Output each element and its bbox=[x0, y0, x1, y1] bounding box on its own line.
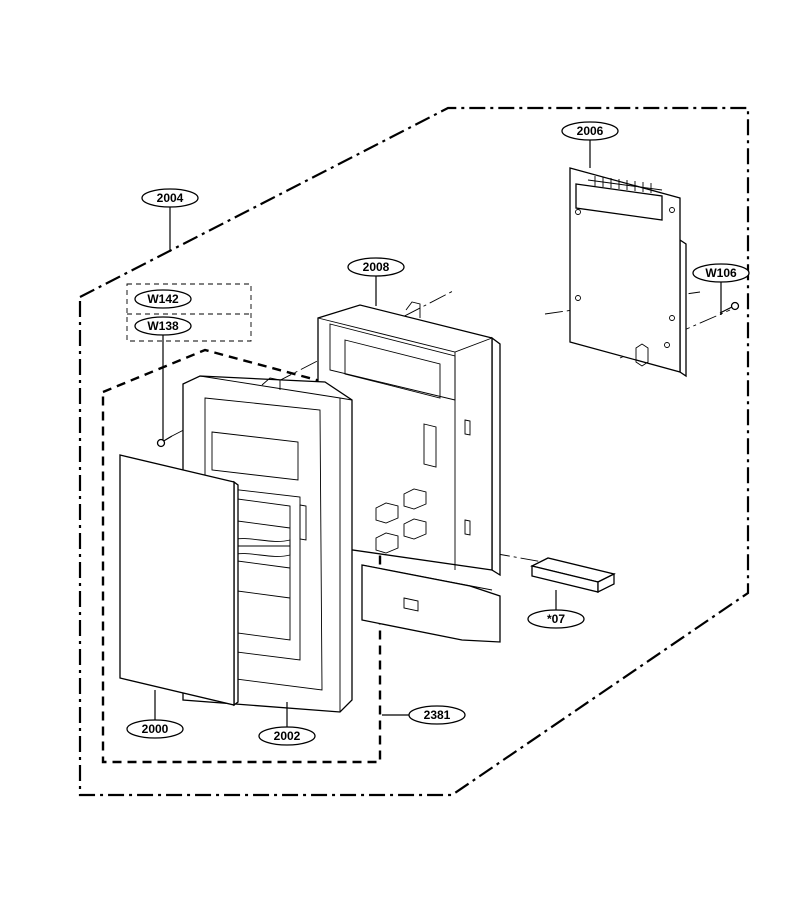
callout-07-label: *07 bbox=[547, 612, 565, 626]
callout-2004-label: 2004 bbox=[157, 191, 184, 205]
callout-w142: W142 bbox=[134, 289, 192, 309]
hardware-group-box bbox=[126, 283, 252, 342]
callout-w106: W106 bbox=[692, 263, 750, 283]
front-panel-2000 bbox=[119, 454, 239, 707]
callout-2002: 2002 bbox=[258, 726, 316, 746]
assembly-boundary-2004 bbox=[78, 106, 750, 797]
leader-lines bbox=[154, 140, 722, 727]
callout-2006: 2006 bbox=[561, 121, 619, 141]
callout-2381-label: 2381 bbox=[424, 708, 451, 722]
pcb-2006 bbox=[569, 167, 687, 378]
callout-w138-label: W138 bbox=[147, 319, 179, 333]
callout-2381: 2381 bbox=[408, 705, 466, 725]
subassembly-boundary-2381 bbox=[101, 348, 382, 764]
frame-cutouts bbox=[375, 488, 427, 554]
callout-2000: 2000 bbox=[126, 719, 184, 739]
callout-2000-label: 2000 bbox=[142, 722, 169, 736]
callout-2002-label: 2002 bbox=[274, 729, 301, 743]
callout-w138: W138 bbox=[134, 316, 192, 336]
callout-2008-label: 2008 bbox=[363, 260, 390, 274]
pad-07 bbox=[530, 557, 616, 594]
screw-w106 bbox=[719, 301, 740, 314]
callout-2006-label: 2006 bbox=[577, 124, 604, 138]
control-frame-2008 bbox=[317, 301, 501, 643]
callout-07: *07 bbox=[527, 609, 585, 629]
callout-2008: 2008 bbox=[347, 257, 405, 277]
callout-w142-label: W142 bbox=[147, 292, 179, 306]
callout-w106-label: W106 bbox=[705, 266, 737, 280]
screw-w138 bbox=[156, 435, 173, 448]
callout-2004: 2004 bbox=[141, 188, 199, 208]
